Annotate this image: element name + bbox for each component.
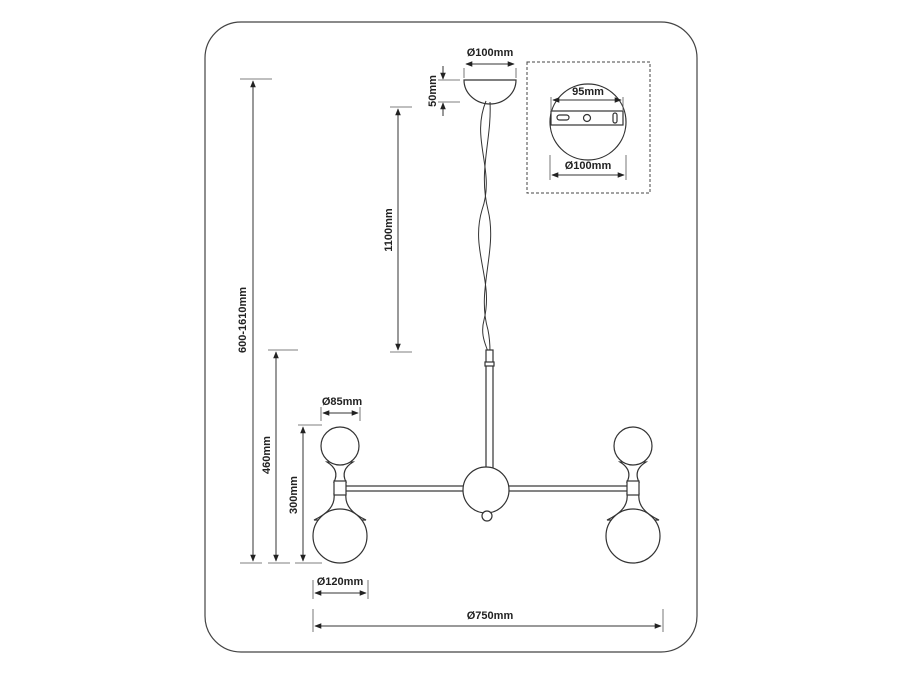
stem-collar	[484, 361, 495, 367]
label-shade-height: 300mm	[288, 476, 300, 514]
dim-canopy-diameter: Ø100mm	[463, 47, 517, 78]
drawing-frame	[204, 21, 698, 653]
right-globe-pair	[605, 426, 661, 564]
dim-canopy-height: 50mm	[427, 66, 460, 116]
dim-small-globe: Ø85mm	[320, 396, 363, 421]
label-inset-canopy-diameter: Ø100mm	[565, 160, 612, 172]
label-canopy-diameter: Ø100mm	[467, 47, 514, 59]
label-cable-length: 1100mm	[383, 208, 395, 252]
dim-fixture-height: 460mm	[261, 349, 298, 564]
dim-large-globe: Ø120mm	[312, 576, 369, 599]
dim-shade-height: 300mm	[288, 424, 322, 564]
label-large-globe-diameter: Ø120mm	[317, 576, 364, 588]
dim-cable-length: 1100mm	[383, 106, 412, 353]
label-small-globe-diameter: Ø85mm	[322, 396, 363, 408]
label-total-width: Ø750mm	[467, 610, 514, 622]
dim-total-width: Ø750mm	[312, 609, 664, 632]
stem-rod	[485, 349, 494, 469]
label-mount-spacing: 95mm	[572, 86, 604, 98]
left-globe-pair	[312, 426, 368, 564]
canopy-mount-inset: 95mm Ø100mm	[526, 61, 651, 194]
suspension-cable	[478, 100, 492, 353]
label-total-height: 600-1610mm	[237, 287, 249, 353]
canopy	[463, 79, 517, 105]
label-fixture-height: 460mm	[261, 436, 273, 474]
fixture-body	[344, 466, 629, 522]
dim-total-height: 600-1610mm	[237, 78, 272, 564]
label-canopy-height: 50mm	[427, 75, 439, 107]
